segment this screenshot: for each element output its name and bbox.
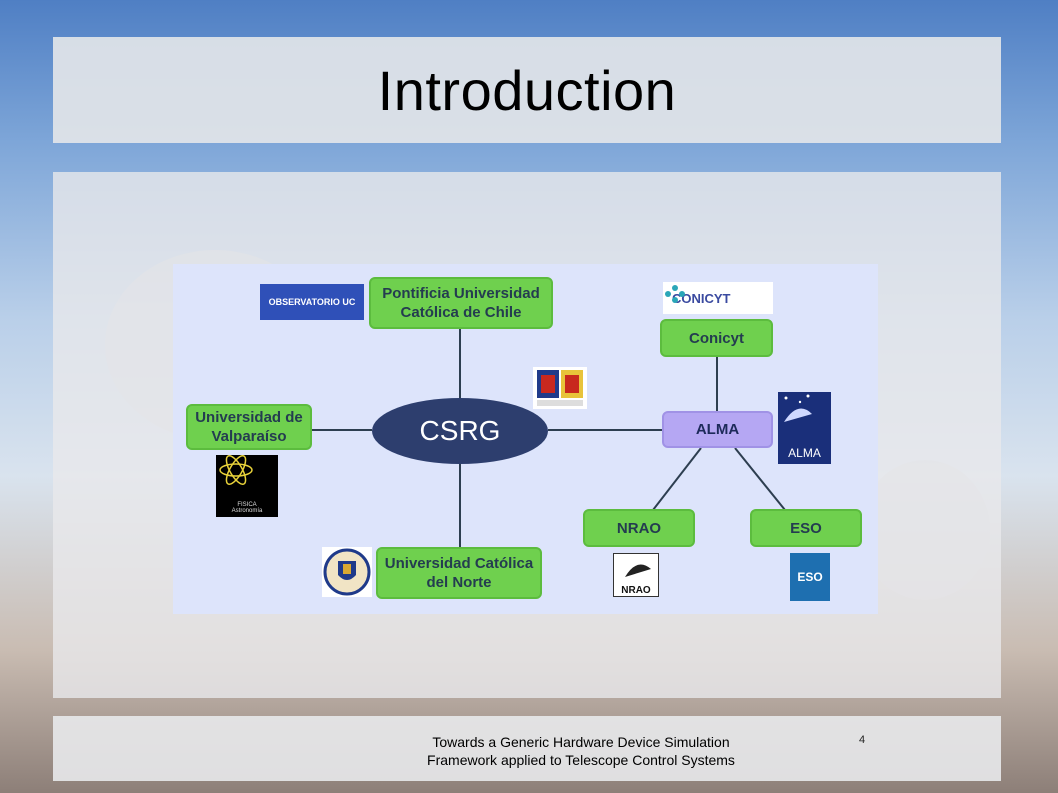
footer-band: Towards a Generic Hardware Device Simula… [53,716,1001,781]
node-conicyt: Conicyt [660,319,773,357]
eso-logo-label: ESO [797,570,823,584]
observatorio-uc-logo: OBSERVATORIO UC [260,284,364,320]
footer-title: Towards a Generic Hardware Device Simula… [353,733,809,769]
footer-line-1: Towards a Generic Hardware Device Simula… [432,734,730,750]
conicyt-dots-icon [665,285,685,303]
node-uv-line1: Universidad de [195,409,303,426]
crest-icon [537,370,583,406]
node-puc-line1: Pontificia Universidad [382,285,540,302]
node-universidad-valparaiso: Universidad de Valparaíso [186,404,312,450]
puc-crest-logo [533,367,587,409]
node-universidad-catolica-norte: Universidad Católica del Norte [376,547,542,599]
observatorio-uc-label: OBSERVATORIO UC [268,297,356,307]
nrao-dish-icon [625,564,651,577]
atom-icon [219,455,253,485]
eso-logo: ESO [790,553,830,601]
csrg-center-node: CSRG [372,398,548,464]
nrao-logo-label: NRAO [621,585,651,596]
astronomia-label: Astronomía [231,508,263,514]
node-puc-line2: Católica de Chile [400,304,522,321]
diagram-connectors [312,327,786,547]
node-ucn-line2: del Norte [426,574,492,591]
node-ucn-line1: Universidad Católica [384,555,534,572]
fisica-label: FISICA [237,502,257,508]
conicyt-logo: CONICYT [663,282,773,314]
alma-antenna-icon [784,394,812,422]
nrao-logo: NRAO [613,553,659,597]
connector-alma-eso [734,447,786,511]
ucn-seal-icon [323,548,371,596]
connector-alma-nrao [652,447,702,511]
node-eso: ESO [750,509,862,547]
footer-line-2: Framework applied to Telescope Control S… [427,752,735,768]
page-number: 4 [859,734,866,746]
title-band: Introduction [53,37,1001,143]
fisica-astronomia-logo: FISICA Astronomía [216,455,278,517]
node-nrao: NRAO [583,509,695,547]
alma-logo: ALMA [778,392,831,464]
node-uv-line2: Valparaíso [211,428,287,445]
conicyt-logo-label: CONICYT [672,290,731,306]
alma-logo-label: ALMA [788,446,821,460]
slide-title: Introduction [377,58,677,122]
ucn-crest-logo [322,547,372,597]
node-alma: ALMA [662,411,773,448]
